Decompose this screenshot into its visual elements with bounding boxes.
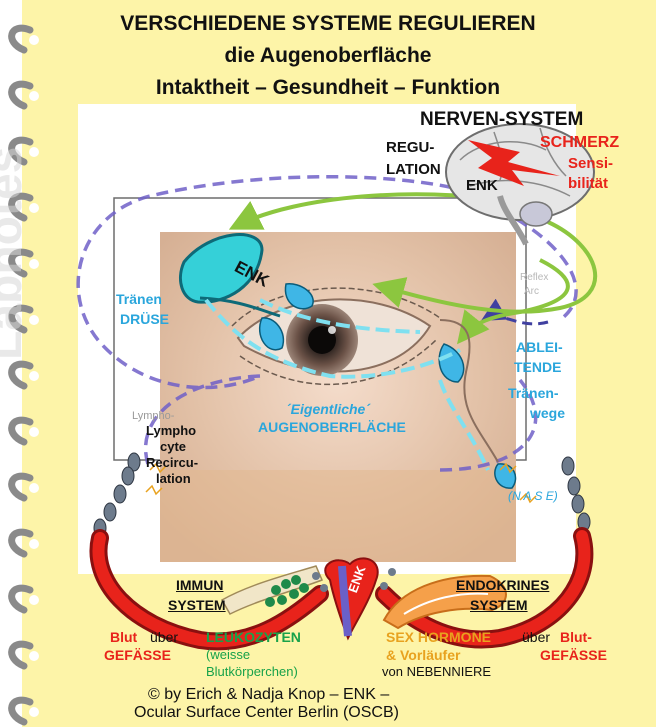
pain-lightning xyxy=(468,140,560,186)
lymphocyte-label-2: cyte xyxy=(160,439,187,454)
via-label-left: über xyxy=(150,629,179,645)
spiral-rings xyxy=(8,24,34,726)
adrenal-label: von NEBENNIERE xyxy=(382,664,492,679)
title-line-2: die Augenoberfläche xyxy=(224,44,432,67)
ocular-surface-label-2: AUGENOBERFLÄCHE xyxy=(258,419,406,435)
lacrimal-gland-label-2: DRÜSE xyxy=(120,311,170,327)
immune-system-label-2: SYSTEM xyxy=(168,597,226,613)
tear-flow-arrows xyxy=(204,298,490,471)
via-label-right: über xyxy=(522,629,551,645)
lymphocyte-recirculation-paths xyxy=(76,175,578,472)
drainage-label-4: wege xyxy=(530,405,566,421)
credit-line-1: © by Erich & Nadja Knop – ENK – xyxy=(148,686,390,703)
reflex-arc-label-1: Reflex xyxy=(520,272,549,283)
endocrine-system-label-1: ENDOKRINES xyxy=(456,577,550,593)
sensibility-label-1: Sensi- xyxy=(568,155,614,172)
vessels-label-right: GEFÄSSE xyxy=(540,647,607,663)
heart xyxy=(324,557,379,641)
brain xyxy=(445,123,595,246)
reflex-arc-label-2: Arc xyxy=(524,286,539,297)
leukocytes-sub-1: (weisse xyxy=(206,647,251,662)
lacrimal-gland xyxy=(179,233,264,304)
lympho-background-label: Lympho- xyxy=(132,410,175,422)
drainage-label-3: Tränen- xyxy=(508,385,559,401)
lymphocyte-label-1: Lympho xyxy=(146,423,197,438)
blood-label-right: Blut- xyxy=(560,629,592,645)
credit-line-2: Ocular Surface Center Berlin (OSCB) xyxy=(134,704,399,721)
regulation-label-1: REGU- xyxy=(386,139,435,156)
drainage-label-2: TENDE xyxy=(514,359,562,375)
drainage-label-1: ABLEI- xyxy=(516,339,563,355)
sensibility-label-2: bilität xyxy=(568,175,608,192)
nervous-system-label: NERVEN-SYSTEM xyxy=(420,109,584,130)
watermark: Labnotes xyxy=(0,146,32,360)
adrenal-gland xyxy=(382,574,507,630)
leukocytes-label: LEUKOZYTEN xyxy=(206,629,301,645)
ring-holes xyxy=(29,35,39,717)
lymphocytes-right xyxy=(561,456,591,532)
nose-label: (N A S E) xyxy=(508,489,558,503)
title-line-1: VERSCHIEDENE SYSTEME REGULIEREN xyxy=(120,12,536,35)
lymphocyte-label-4: lation xyxy=(156,471,191,486)
leukocytes-sub-2: Blutkörperchen) xyxy=(206,664,298,679)
ocular-surface-label-1: ´Eigentliche´ xyxy=(286,401,371,417)
pain-label: SCHMERZ xyxy=(540,134,620,151)
sex-hormones-label: SEX HORMONE xyxy=(386,629,492,645)
regulation-label-2: LATION xyxy=(386,161,441,178)
vessels-label-left: GEFÄSSE xyxy=(104,647,171,663)
precursors-label: & Vorläufer xyxy=(386,647,461,663)
blood-label-left: Blut xyxy=(110,629,138,645)
immune-system-label-1: IMMUN xyxy=(176,577,224,593)
title-line-3: Intaktheit – Gesundheit – Funktion xyxy=(155,76,501,99)
tear-ducts xyxy=(259,283,517,489)
lacrimal-gland-label-1: Tränen xyxy=(116,291,162,307)
lymphocyte-label-3: Recircu- xyxy=(146,455,199,470)
endocrine-system-label-2: SYSTEM xyxy=(470,597,528,613)
bone-marrow xyxy=(220,565,323,615)
brain-enk-label: ENK xyxy=(466,177,498,194)
